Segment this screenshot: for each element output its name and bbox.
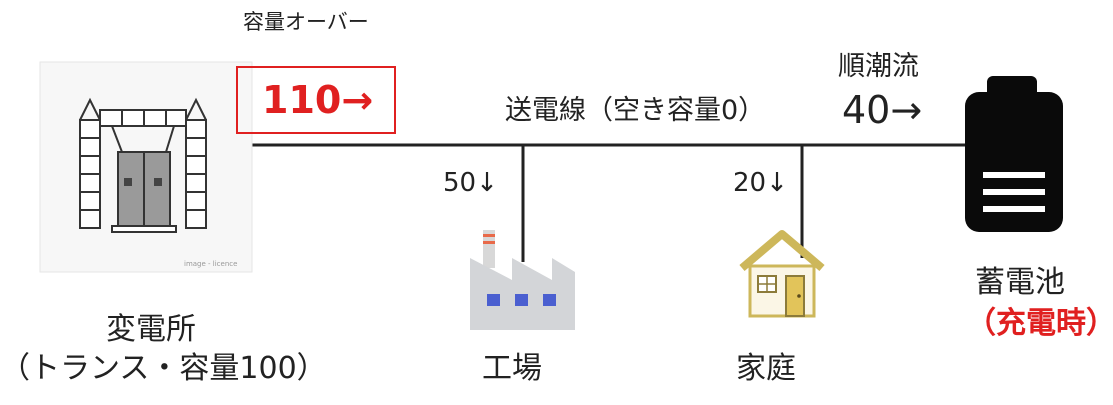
substation-name: 変電所	[106, 312, 196, 347]
battery-icon	[965, 76, 1063, 232]
home-name: 家庭	[736, 351, 796, 386]
reverse-flow-label: 順潮流	[838, 51, 919, 82]
battery-name: 蓄電池	[975, 265, 1065, 300]
overload-value: 110→	[262, 78, 374, 122]
overload-box	[236, 66, 396, 134]
substation-spec: （トランス・容量100）	[0, 351, 327, 386]
substation-icon: image - licence	[39, 61, 253, 273]
transmission-line-label: 送電線（空き容量0）	[505, 95, 766, 126]
factory-flow-value: 50↓	[443, 168, 498, 198]
battery-state: （充電時）	[966, 306, 1113, 341]
substation-photo-caption: image - licence	[184, 260, 237, 268]
overload-label: 容量オーバー	[243, 10, 369, 34]
factory-icon	[470, 230, 575, 330]
factory-name: 工場	[482, 351, 542, 386]
reverse-flow-value: 40→	[842, 88, 923, 132]
house-icon	[739, 230, 825, 318]
home-flow-value: 20↓	[733, 168, 788, 198]
